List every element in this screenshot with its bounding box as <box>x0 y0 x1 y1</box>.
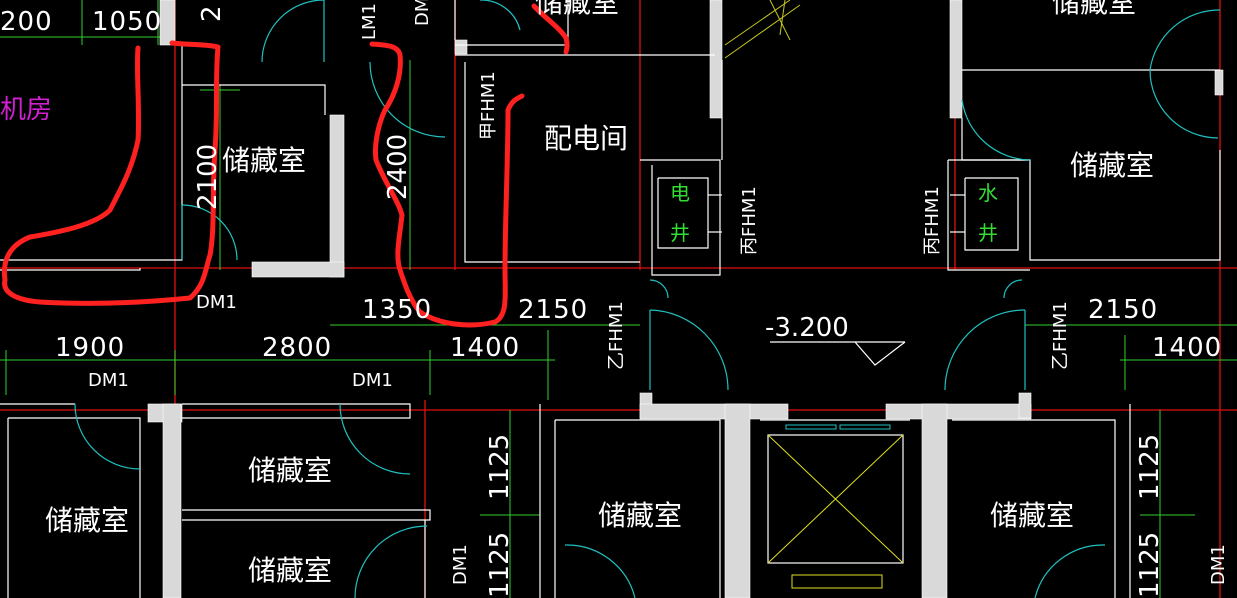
red-annotation-strokes <box>1 3 570 328</box>
dim-1400-right: 1400 <box>1152 333 1222 363</box>
dim-1125-c: 1125 <box>1135 434 1165 500</box>
door-tag-fhm1-c: 丙FHM1 <box>922 186 943 255</box>
walls <box>147 0 1224 598</box>
svg-text:电: 电 <box>670 181 690 205</box>
dim-2100: 2100 <box>193 144 223 210</box>
stair-lines <box>724 0 801 59</box>
door-tag-fhm1-b: 丙FHM1 <box>739 186 760 255</box>
dim-1350: 1350 <box>362 295 432 325</box>
room-storage-top-right: 储藏室 <box>1070 149 1154 182</box>
elevation-marker <box>770 341 906 366</box>
door-tag-dm1-a: DM1 <box>196 292 237 313</box>
room-storage-bottom-left-lower: 储藏室 <box>248 554 332 587</box>
door-tag-dm1-e: DM1 <box>1208 544 1229 585</box>
door-tag-dm1-c: DM1 <box>352 370 393 391</box>
door-tag-dm1-b: DM1 <box>88 370 129 391</box>
dim-2150-right: 2150 <box>1088 295 1158 325</box>
room-distribution: 配电间 <box>544 122 628 155</box>
door-tag-lm1-top: LM1 <box>359 3 380 40</box>
elevator-shaft <box>767 424 904 589</box>
room-storage-bottom-right: 储藏室 <box>990 499 1074 532</box>
water-shaft-label: 水 井 <box>978 181 998 245</box>
svg-text:井: 井 <box>978 221 998 245</box>
dim-1400-left: 1400 <box>450 333 520 363</box>
room-storage-top-right-partial: 储藏室 <box>1052 0 1136 19</box>
room-storage-top-center-partial: 储藏室 <box>535 0 619 19</box>
room-fan-room: 风机房 <box>0 95 52 125</box>
dim-1050: 1050 <box>92 7 162 37</box>
door-tag-dm1-top: DM1 <box>412 0 433 26</box>
room-storage-top-left: 储藏室 <box>222 144 306 177</box>
dim-1125-a: 1125 <box>485 434 515 500</box>
door-tag-zfhm1-right: 乙FHM1 <box>1050 301 1071 370</box>
dim-1125-d: 1125 <box>1135 532 1165 598</box>
door-tag-dm1-d: DM1 <box>450 544 471 585</box>
dim-2150-left: 2150 <box>518 295 588 325</box>
svg-text:水: 水 <box>978 181 998 205</box>
dim-top-cut-2: 2 <box>197 5 227 22</box>
dim-1125-b: 1125 <box>485 532 515 598</box>
room-storage-bottom-far-left: 储藏室 <box>45 504 129 537</box>
room-storage-bottom-center: 储藏室 <box>598 499 682 532</box>
svg-text:井: 井 <box>670 221 690 245</box>
dim-2800: 2800 <box>262 333 332 363</box>
door-arcs <box>74 0 1221 598</box>
room-storage-bottom-left-upper: 储藏室 <box>248 454 332 487</box>
dim-1900: 1900 <box>55 333 125 363</box>
elevation-label: -3.200 <box>765 313 849 343</box>
dim-2400: 2400 <box>383 134 413 200</box>
dim-200: 200 <box>0 7 53 37</box>
door-tag-zfhm1-left: 乙FHM1 <box>606 301 627 370</box>
electric-shaft-label: 电 井 <box>670 181 690 245</box>
door-tag-fhm1-a: 甲FHM1 <box>478 71 499 140</box>
